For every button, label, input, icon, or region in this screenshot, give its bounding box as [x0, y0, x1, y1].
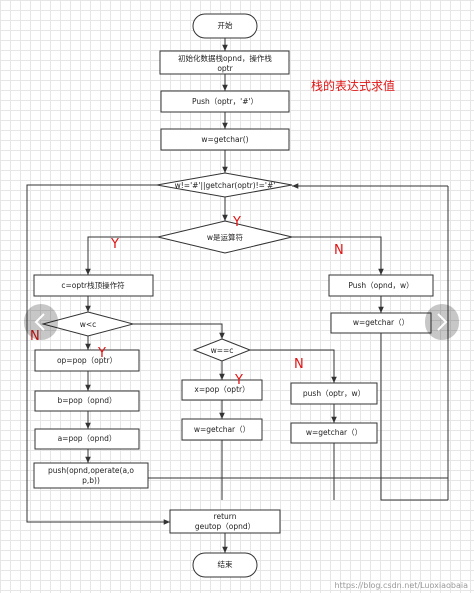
getchar-first-label: w=getchar(): [201, 135, 248, 144]
label-loop-yes: Y: [232, 215, 241, 230]
edge-loop-exit: [26, 184, 170, 525]
node-push-result: push(opnd,operate(a,o p,b)): [33, 462, 149, 489]
end-label: 结束: [218, 559, 233, 569]
push-result-label-line2: p,b)): [82, 476, 100, 485]
c-top-label: c=optr栈顶操作符: [61, 280, 125, 290]
node-pop-op: op=pop（optr）: [34, 349, 140, 372]
edge-cmplt-no: [133, 323, 225, 339]
label-operator-no: N: [334, 243, 344, 258]
loop-condition-label: w!='#'||getchar(optr)!='#': [175, 181, 276, 190]
pop-op-label: op=pop（optr）: [57, 356, 117, 365]
label-eq-no: N: [294, 357, 304, 372]
label-eq-yes: Y: [234, 373, 243, 388]
node-push-optr: push（optr，w）: [290, 382, 378, 405]
node-getchar-first: w=getchar(): [160, 128, 290, 151]
chevron-left-icon: [34, 313, 45, 331]
push-hash-label: Push（optr，'#'）: [192, 97, 258, 106]
init-label-line1: 初始化数据栈opnd，操作栈: [178, 53, 272, 63]
next-button[interactable]: [425, 304, 459, 340]
chevron-right-icon: [437, 313, 448, 331]
node-getchar-after-optr: w=getchar（）: [290, 422, 378, 444]
cmp-eq-label: w==c: [211, 346, 234, 355]
is-operator-label: w是运算符: [207, 232, 244, 242]
label-lt-no: N: [30, 329, 40, 344]
getchar-after-x-label: w=getchar（）: [194, 425, 250, 434]
node-push-hash: Push（optr，'#'）: [160, 90, 290, 113]
return-label-line1: return: [214, 512, 237, 521]
node-c-top: c=optr栈顶操作符: [33, 274, 154, 297]
edge-operator-yes: [85, 236, 158, 275]
push-result-label-line1: push(opnd,operate(a,o: [48, 466, 134, 475]
edge-getchar-join: [380, 333, 448, 501]
cmp-lt-label: w<c: [80, 320, 97, 329]
getchar-after-optr-label: w=getchar（）: [306, 428, 362, 437]
node-end: 结束: [192, 552, 258, 578]
node-cmp-lt: w<c: [41, 311, 135, 337]
diagram-title: 栈的表达式求值: [311, 78, 395, 93]
push-opnd-label: Push（opnd，w）: [348, 281, 413, 290]
edges: [26, 38, 449, 553]
return-label-line2: geutop（opnd）: [195, 522, 255, 531]
node-pop-a: a=pop（opnd）: [34, 428, 140, 450]
node-loop-condition: w!='#'||getchar(optr)!='#': [156, 172, 293, 198]
getchar-after-push-label: w=getchar（）: [353, 318, 409, 327]
node-start: 开始: [192, 13, 258, 39]
node-init: 初始化数据栈opnd，操作栈 optr: [159, 50, 290, 75]
node-pop-x: x=pop（optr）: [181, 379, 263, 401]
edge-operator-no: [292, 236, 384, 275]
push-optr-label: push（optr，w）: [303, 389, 365, 398]
pop-x-label: x=pop（optr）: [194, 385, 249, 394]
watermark: https://blog.csdn.net/Luoxiaobaia: [335, 581, 469, 590]
pop-b-label: b=pop（opnd）: [57, 396, 116, 405]
start-label: 开始: [218, 20, 233, 30]
node-return: return geutop（opnd）: [169, 509, 281, 534]
label-lt-yes: Y: [97, 346, 106, 361]
pop-a-label: a=pop（opnd）: [58, 434, 117, 443]
node-push-opnd: Push（opnd，w）: [328, 274, 434, 297]
node-getchar-after-push: w=getchar（）: [330, 312, 432, 334]
node-pop-b: b=pop（opnd）: [34, 390, 140, 412]
node-is-operator: w是运算符: [157, 220, 293, 254]
node-cmp-eq: w==c: [192, 338, 252, 362]
node-getchar-after-x: w=getchar（）: [181, 418, 263, 441]
init-label-line2: optr: [217, 64, 233, 73]
edge-cmpeq-no: [250, 349, 337, 383]
label-operator-yes: Y: [110, 237, 119, 252]
prev-button[interactable]: [24, 304, 58, 340]
